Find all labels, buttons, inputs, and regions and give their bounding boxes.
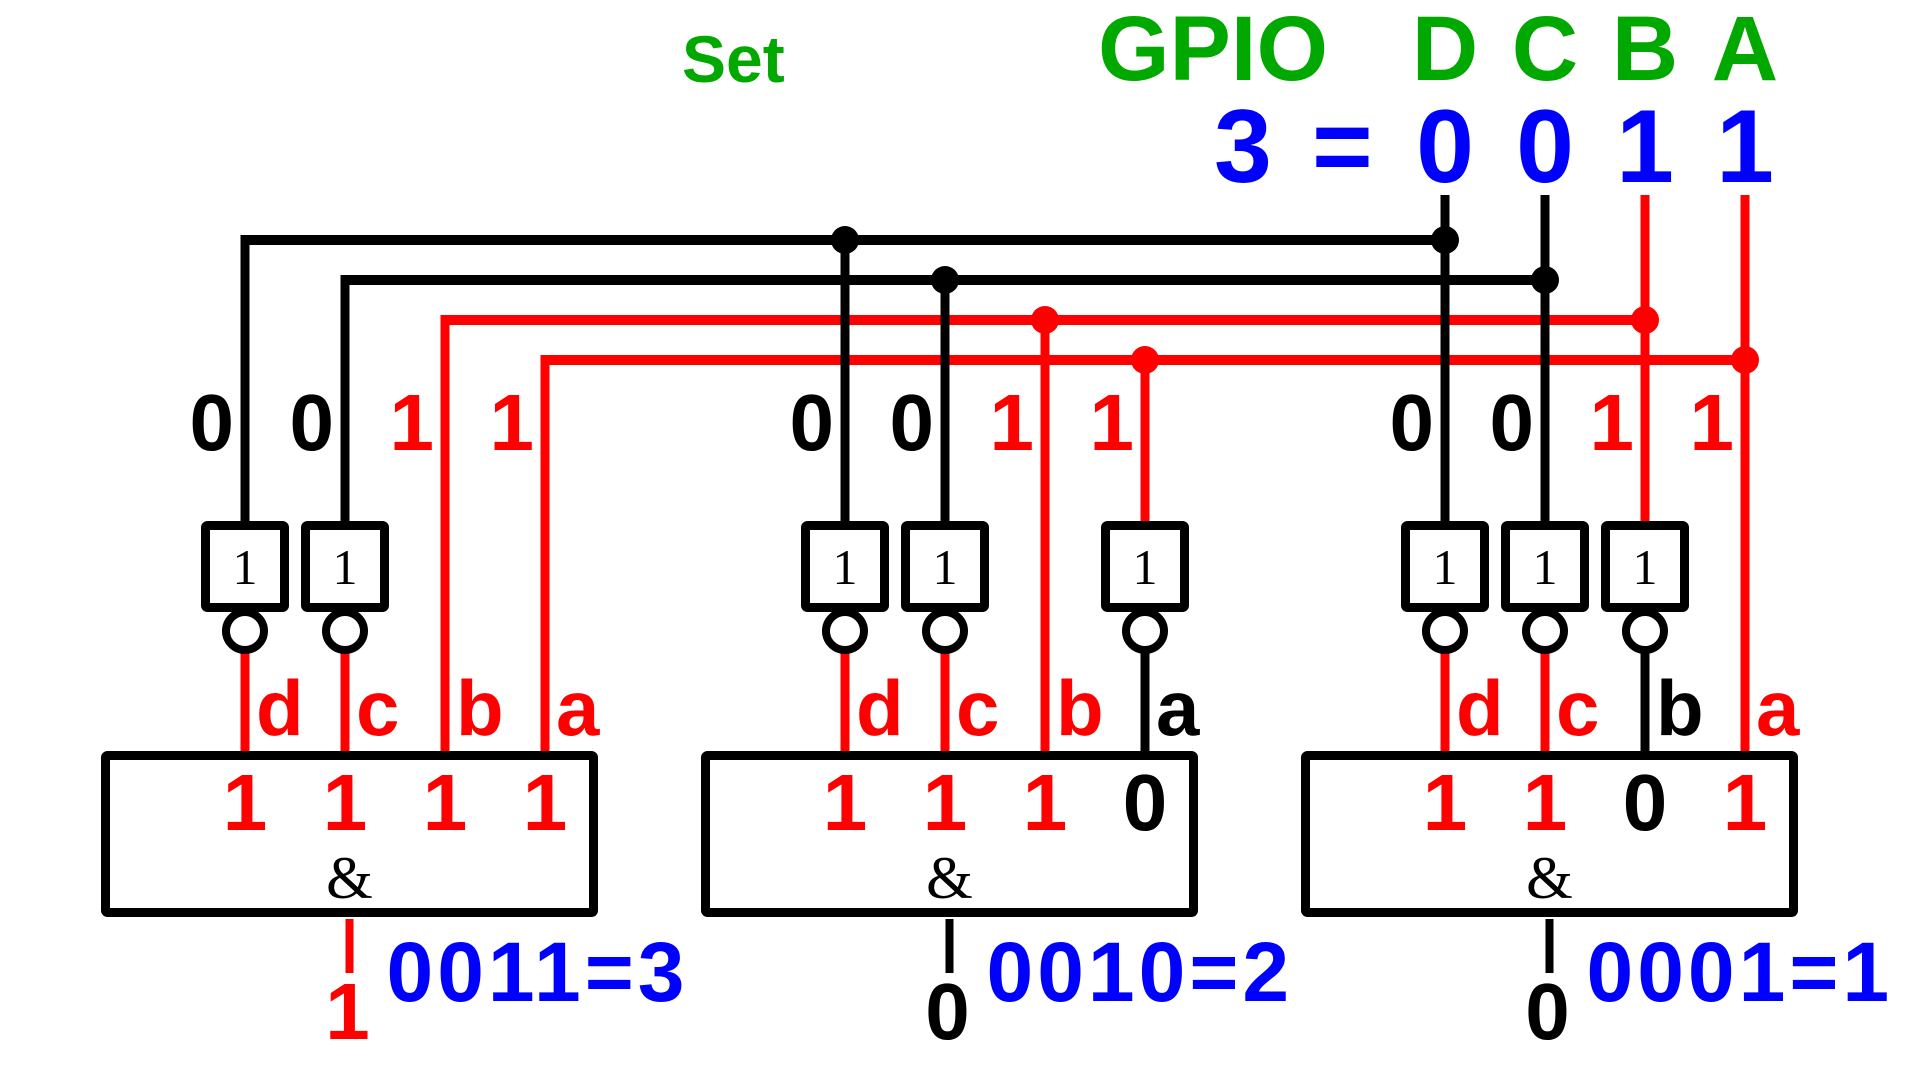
gpio-decimal-value: 3 xyxy=(1214,89,1272,205)
wires-layer xyxy=(240,195,1750,973)
gpio-bit-a: 1 xyxy=(1716,89,1774,205)
input-value-digit: 0 xyxy=(1390,378,1435,467)
not-gate-box xyxy=(1601,521,1689,612)
junction-dot xyxy=(831,226,859,254)
not-gate-box xyxy=(301,521,389,612)
inversion-bubble-icon xyxy=(1422,608,1468,654)
input-value-digit: 0 xyxy=(890,378,935,467)
inversion-bubble-icon xyxy=(1122,608,1168,654)
input-value-digit: 0 xyxy=(1490,378,1535,467)
not-gate-box xyxy=(1401,521,1489,612)
inversion-bubble-icon xyxy=(1622,608,1668,654)
decoded-code-label: 0010=2 xyxy=(987,925,1294,1019)
and-input-digit: 0 xyxy=(1123,758,1168,847)
and-gate-box xyxy=(101,751,598,917)
output-value: 0 xyxy=(925,967,970,1056)
junction-dot xyxy=(1131,346,1159,374)
junction-dot xyxy=(1031,306,1059,334)
decoded-code-label: 0001=1 xyxy=(1587,925,1894,1019)
gpio-pin-c: C xyxy=(1512,0,1578,100)
not-gate-symbol: 1 xyxy=(1633,539,1658,595)
junction-dot xyxy=(931,266,959,294)
not-gate-box xyxy=(901,521,989,612)
and-gate-box xyxy=(701,751,1198,917)
not-gate-symbol: 1 xyxy=(333,539,358,595)
input-value-digit: 0 xyxy=(290,378,335,467)
and-input-digit: 1 xyxy=(323,758,368,847)
and-input-digit: 1 xyxy=(523,758,568,847)
inversion-bubble-icon xyxy=(822,608,868,654)
not-gate-symbol: 1 xyxy=(233,539,258,595)
and-input-digit: 0 xyxy=(1623,758,1668,847)
not-gate-box xyxy=(1101,521,1189,612)
line-label-a: a xyxy=(1756,664,1800,752)
and-input-digit: 1 xyxy=(823,758,868,847)
gpio-pin-a: A xyxy=(1712,0,1778,100)
and-gate-symbol: & xyxy=(1526,845,1573,911)
and-input-digit: 1 xyxy=(1423,758,1468,847)
inversion-bubble-icon xyxy=(922,608,968,654)
junction-dot xyxy=(1431,226,1459,254)
line-label-a: a xyxy=(1156,664,1200,752)
inversion-bubble-icon xyxy=(222,608,268,654)
not-gate-symbol: 1 xyxy=(933,539,958,595)
and-input-digit: 1 xyxy=(1023,758,1068,847)
output-value: 0 xyxy=(1525,967,1570,1056)
not-gate-symbol: 1 xyxy=(1433,539,1458,595)
and-input-digit: 1 xyxy=(223,758,268,847)
line-label-d: d xyxy=(256,664,304,752)
input-value-digit: 1 xyxy=(1090,378,1135,467)
and-gate-box xyxy=(1301,751,1798,917)
line-label-c: c xyxy=(1556,664,1599,752)
input-value-digit: 0 xyxy=(790,378,835,467)
gpio-pin-b: B xyxy=(1612,0,1678,100)
and-input-digit: 1 xyxy=(1523,758,1568,847)
line-label-c: c xyxy=(956,664,999,752)
input-value-digit: 1 xyxy=(990,378,1035,467)
output-value: 1 xyxy=(325,967,370,1056)
gpio-label: GPIO xyxy=(1098,0,1328,100)
not-gate-box xyxy=(801,521,889,612)
line-label-a: a xyxy=(556,664,600,752)
line-label-d: d xyxy=(1456,664,1504,752)
input-value-digit: 1 xyxy=(1690,378,1735,467)
inversion-bubble-icon xyxy=(1522,608,1568,654)
gpio-bit-c: 0 xyxy=(1516,89,1574,205)
not-gate-box xyxy=(201,521,289,612)
line-label-b: b xyxy=(1656,664,1704,752)
input-value-digit: 0 xyxy=(190,378,235,467)
line-label-c: c xyxy=(356,664,399,752)
and-input-digit: 1 xyxy=(1723,758,1768,847)
not-gate-symbol: 1 xyxy=(1133,539,1158,595)
not-gate-box xyxy=(1501,521,1589,612)
gpio-pin-d: D xyxy=(1412,0,1478,100)
and-gate-symbol: & xyxy=(326,845,373,911)
gpio-bit-d: 0 xyxy=(1416,89,1474,205)
decoded-code-label: 0011=3 xyxy=(387,925,689,1019)
junction-dot xyxy=(1631,306,1659,334)
input-value-digit: 1 xyxy=(1590,378,1635,467)
gpio-equals-sign: = xyxy=(1312,89,1373,205)
input-value-digit: 1 xyxy=(390,378,435,467)
input-value-digit: 1 xyxy=(490,378,535,467)
line-label-b: b xyxy=(1056,664,1104,752)
and-input-digit: 1 xyxy=(423,758,468,847)
not-gate-symbol: 1 xyxy=(1533,539,1558,595)
not-gate-symbol: 1 xyxy=(833,539,858,595)
and-input-digit: 1 xyxy=(923,758,968,847)
line-label-b: b xyxy=(456,664,504,752)
title-set: Set xyxy=(682,22,785,96)
junction-dot xyxy=(1531,266,1559,294)
and-gate-symbol: & xyxy=(926,845,973,911)
junction-dot xyxy=(1731,346,1759,374)
inversion-bubble-icon xyxy=(322,608,368,654)
line-label-d: d xyxy=(856,664,904,752)
gpio-bit-b: 1 xyxy=(1616,89,1674,205)
